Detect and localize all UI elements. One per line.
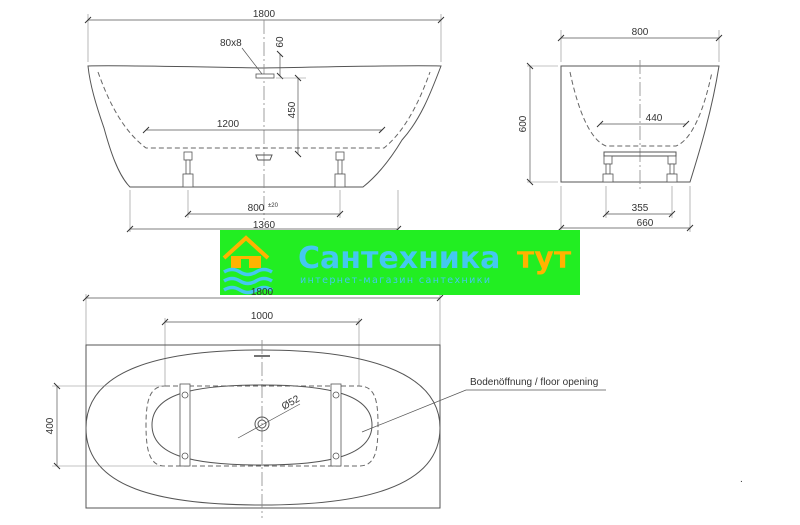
svg-text:.: .: [740, 474, 743, 485]
dim-feet-spacing: 800 ±20: [184, 203, 344, 218]
end-view: 800 600 440 355: [518, 27, 723, 232]
overall-length-label: 1800: [253, 9, 276, 20]
plan-feet: [179, 383, 342, 467]
side-feet: [182, 151, 346, 188]
feet-spacing-label: 800: [248, 203, 265, 214]
inner-length-label: 1200: [217, 119, 240, 130]
dim-end-feet-spacing: 355: [602, 203, 676, 218]
plan-back-rect: [85, 344, 441, 509]
dim-inner-length: 1200: [142, 119, 386, 134]
floor-opening-outline: [145, 385, 379, 467]
overflow-depth-label: 450: [287, 101, 298, 118]
plan-basin: [151, 384, 373, 466]
floor-opening-label: Bodenöffnung / floor opening: [470, 377, 598, 388]
floor-opening-length-label: 1000: [251, 311, 274, 322]
dim-floor-opening-length: 1000: [161, 311, 363, 326]
tub-end-basin: [569, 71, 713, 147]
house-icon: [222, 235, 273, 295]
overflow-height-label: 60: [275, 36, 286, 48]
dim-floor-opening-width: 400: [45, 382, 61, 470]
watermark-banner: Сантехника тут интернет-магазин сантехни…: [220, 230, 580, 295]
tub-end-outline: [560, 65, 720, 183]
floor-opening-width-label: 400: [45, 417, 56, 434]
dim-overflow-size: 80x8: [220, 38, 263, 75]
overflow-outlet: [255, 73, 275, 79]
dim-overflow-depth: 450: [276, 74, 306, 158]
dim-overflow-height: 60: [275, 36, 286, 80]
plan-drain: Ø52: [237, 393, 302, 439]
watermark-subtitle: интернет-магазин сантехники: [300, 275, 491, 286]
dim-end-height: 600: [518, 62, 558, 186]
side-drain: [255, 154, 273, 161]
side-view: 1800 80x8 60 450 1200: [84, 9, 445, 233]
dim-overall-length: 1800: [84, 9, 445, 24]
svg-text:Сантехника тут: Сантехника тут: [298, 241, 572, 276]
base-length-label: 1360: [253, 220, 276, 231]
dim-end-width: 800: [557, 27, 723, 42]
tub-side-outline: [87, 65, 442, 188]
watermark-panel: [220, 230, 580, 295]
watermark-title-accent: тут: [517, 241, 572, 276]
plan-length-label: 1800: [251, 287, 274, 298]
end-width-label: 800: [632, 27, 649, 38]
end-base-width-label: 660: [637, 218, 654, 229]
drain-diameter-label: Ø52: [280, 393, 302, 412]
dim-end-base-width: 660: [557, 218, 694, 232]
tub-side-basin: [97, 71, 431, 149]
overflow-size-label: 80x8: [220, 38, 242, 49]
feet-spacing-tolerance: ±20: [268, 203, 279, 209]
dim-end-inner-width: 440: [596, 113, 690, 128]
end-inner-width-label: 440: [646, 113, 663, 124]
end-feet-spacing-label: 355: [632, 203, 649, 214]
watermark-title-main: Сантехника: [298, 241, 500, 276]
end-height-label: 600: [518, 115, 529, 132]
end-feet: [602, 155, 678, 183]
floor-opening-callout: Bodenöffnung / floor opening: [361, 377, 606, 433]
plan-view: 1000 Ø52: [45, 294, 743, 518]
